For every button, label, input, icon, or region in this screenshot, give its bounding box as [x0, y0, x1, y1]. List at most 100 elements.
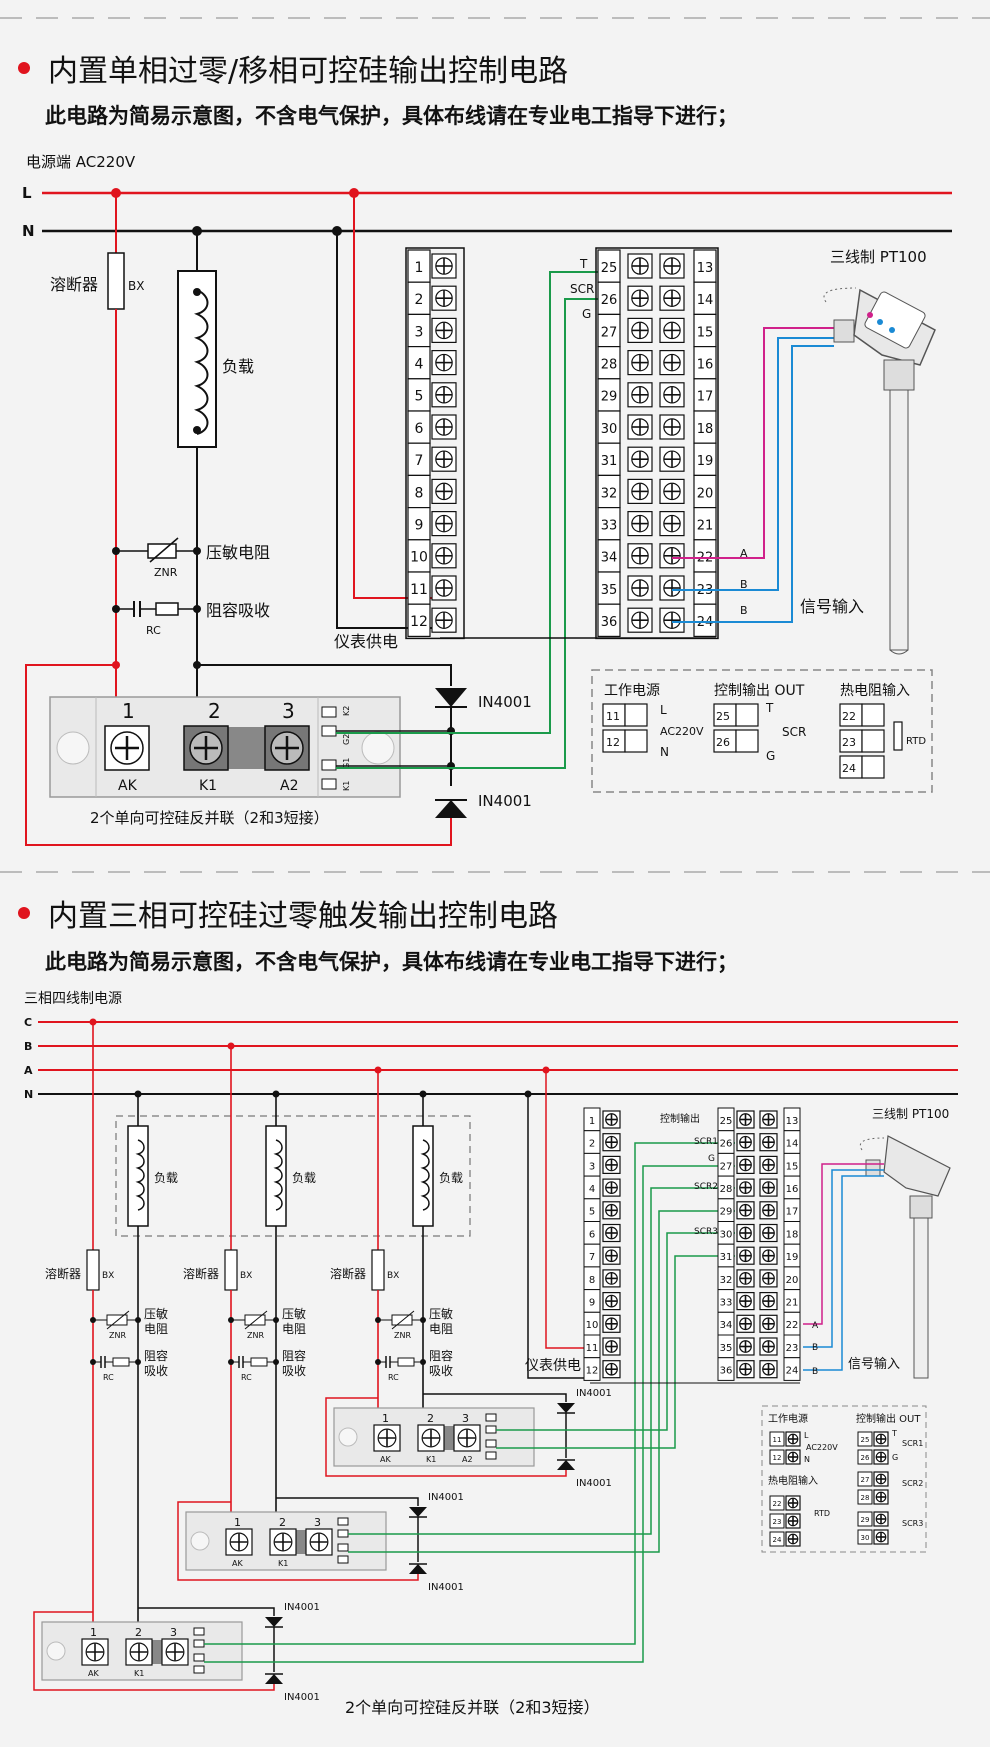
terminal-screw: [602, 1155, 621, 1175]
terminal-number: 4: [415, 356, 424, 372]
svg-text:2: 2: [279, 1516, 286, 1529]
terminal-number-cell: [693, 603, 717, 638]
svg-text:G: G: [892, 1453, 898, 1462]
s1-load-label: 负载: [222, 357, 254, 376]
terminal-screw: [627, 285, 653, 311]
svg-text:24: 24: [773, 1536, 782, 1544]
terminal-screw: [659, 511, 685, 537]
terminal-screw: [431, 543, 457, 569]
svg-text:B: B: [812, 1367, 818, 1377]
terminal-screw: [602, 1201, 621, 1220]
terminal-number: 20: [697, 486, 714, 501]
terminal-number: 15: [697, 325, 714, 340]
svg-text:29: 29: [861, 1516, 870, 1524]
fuse-label: 溶断器: [45, 1266, 81, 1281]
terminal-screw: [627, 253, 653, 279]
svg-text:K1: K1: [426, 1455, 436, 1464]
svg-text:SCR1: SCR1: [694, 1137, 718, 1147]
terminal-screw: [431, 511, 457, 537]
terminal-screw: [431, 414, 457, 440]
terminal-number: 9: [589, 1297, 595, 1308]
legend-terminal-screw: [873, 1511, 889, 1527]
svg-text:30: 30: [861, 1534, 870, 1542]
svg-text:11: 11: [606, 710, 620, 723]
svg-text:N: N: [804, 1455, 810, 1464]
terminal-number: 11: [586, 1343, 599, 1354]
svg-text:控制输出 OUT: 控制输出 OUT: [856, 1412, 921, 1425]
legend-terminal-number: [857, 1489, 873, 1505]
znr-label: ZNR: [247, 1331, 264, 1340]
varistor: [244, 1314, 266, 1326]
terminal-screw: [736, 1269, 755, 1288]
terminal-screw: [759, 1155, 778, 1175]
rc-label: RC: [388, 1373, 399, 1382]
s2-power-label: 三相四线制电源: [24, 991, 122, 1007]
terminal-number: 4: [589, 1184, 595, 1195]
terminal-number: 23: [786, 1343, 799, 1354]
legend-terminal-screw: [785, 1495, 801, 1511]
svg-text:22: 22: [842, 710, 856, 723]
terminal-number: 2: [589, 1139, 595, 1150]
svg-text:T: T: [891, 1429, 897, 1438]
s1-diode2-label: IN4001: [478, 792, 532, 810]
terminal-screw: [759, 1133, 778, 1152]
svg-text:G: G: [582, 307, 591, 321]
s1-line-L-label: L: [22, 184, 32, 202]
s1-bx-label: BX: [128, 279, 144, 293]
svg-text:1: 1: [382, 1412, 389, 1425]
terminal-number: 33: [601, 518, 618, 533]
section1-subtitle: 此电路为简易示意图，不含电气保护，具体布线请在专业电工指导下进行；: [45, 104, 738, 128]
terminal-screw: [759, 1223, 778, 1243]
terminal-number: 27: [720, 1161, 733, 1172]
svg-text:1: 1: [234, 1516, 241, 1529]
legend-terminal-number: [769, 1431, 785, 1447]
svg-text:SCR: SCR: [570, 282, 594, 296]
terminal-number: 19: [697, 454, 714, 469]
legend-terminal-screw: [873, 1471, 889, 1487]
svg-text:G1: G1: [342, 758, 351, 769]
terminal-screw: [602, 1291, 621, 1311]
terminal-screw: [736, 1133, 755, 1152]
varistor: [391, 1314, 413, 1326]
svg-text:T: T: [765, 701, 774, 715]
diode: [265, 1617, 283, 1627]
s2-pt100-sensor: [859, 1135, 951, 1379]
terminal-ak: [225, 1528, 253, 1556]
terminal-number: 35: [720, 1343, 733, 1354]
terminal-screw: [431, 575, 457, 601]
diode: [409, 1507, 427, 1517]
svg-text:G: G: [708, 1154, 715, 1164]
terminal-screw: [659, 478, 685, 504]
terminal-screw: [602, 1110, 621, 1129]
diode-label: IN4001: [428, 1582, 464, 1593]
terminal-number: 24: [786, 1366, 799, 1377]
terminal-a2: [305, 1528, 333, 1556]
terminal-screw: [431, 382, 457, 408]
svg-text:25: 25: [861, 1436, 870, 1444]
terminal-number: 14: [697, 293, 714, 308]
svg-text:SCR2: SCR2: [902, 1479, 923, 1488]
terminal-number: 3: [415, 324, 424, 340]
s1-terminal-a2: [264, 725, 310, 771]
svg-text:11: 11: [773, 1436, 782, 1444]
terminal-screw: [759, 1178, 778, 1197]
s2-instrument-power: 仪表供电: [525, 1358, 581, 1374]
svg-text:SCR1: SCR1: [902, 1439, 923, 1448]
terminal-screw: [736, 1223, 755, 1243]
svg-text:1: 1: [90, 1626, 97, 1639]
rc-absorb-label: 阻容: [429, 1348, 453, 1363]
legend-terminal-number: [857, 1449, 873, 1465]
terminal-screw: [627, 350, 653, 376]
terminal-a2: [453, 1424, 481, 1452]
section2-title: 内置三相可控硅过零触发输出控制电路: [48, 899, 558, 934]
terminal-screw: [602, 1269, 621, 1288]
terminal-screw: [759, 1246, 778, 1265]
s1-fuse: [107, 252, 125, 310]
svg-text:SCR2: SCR2: [694, 1182, 718, 1192]
terminal-number: 21: [786, 1297, 799, 1308]
terminal-k1: [125, 1638, 153, 1666]
s1-scr-caption: 2个单向可控硅反并联（2和3短接）: [90, 809, 329, 827]
